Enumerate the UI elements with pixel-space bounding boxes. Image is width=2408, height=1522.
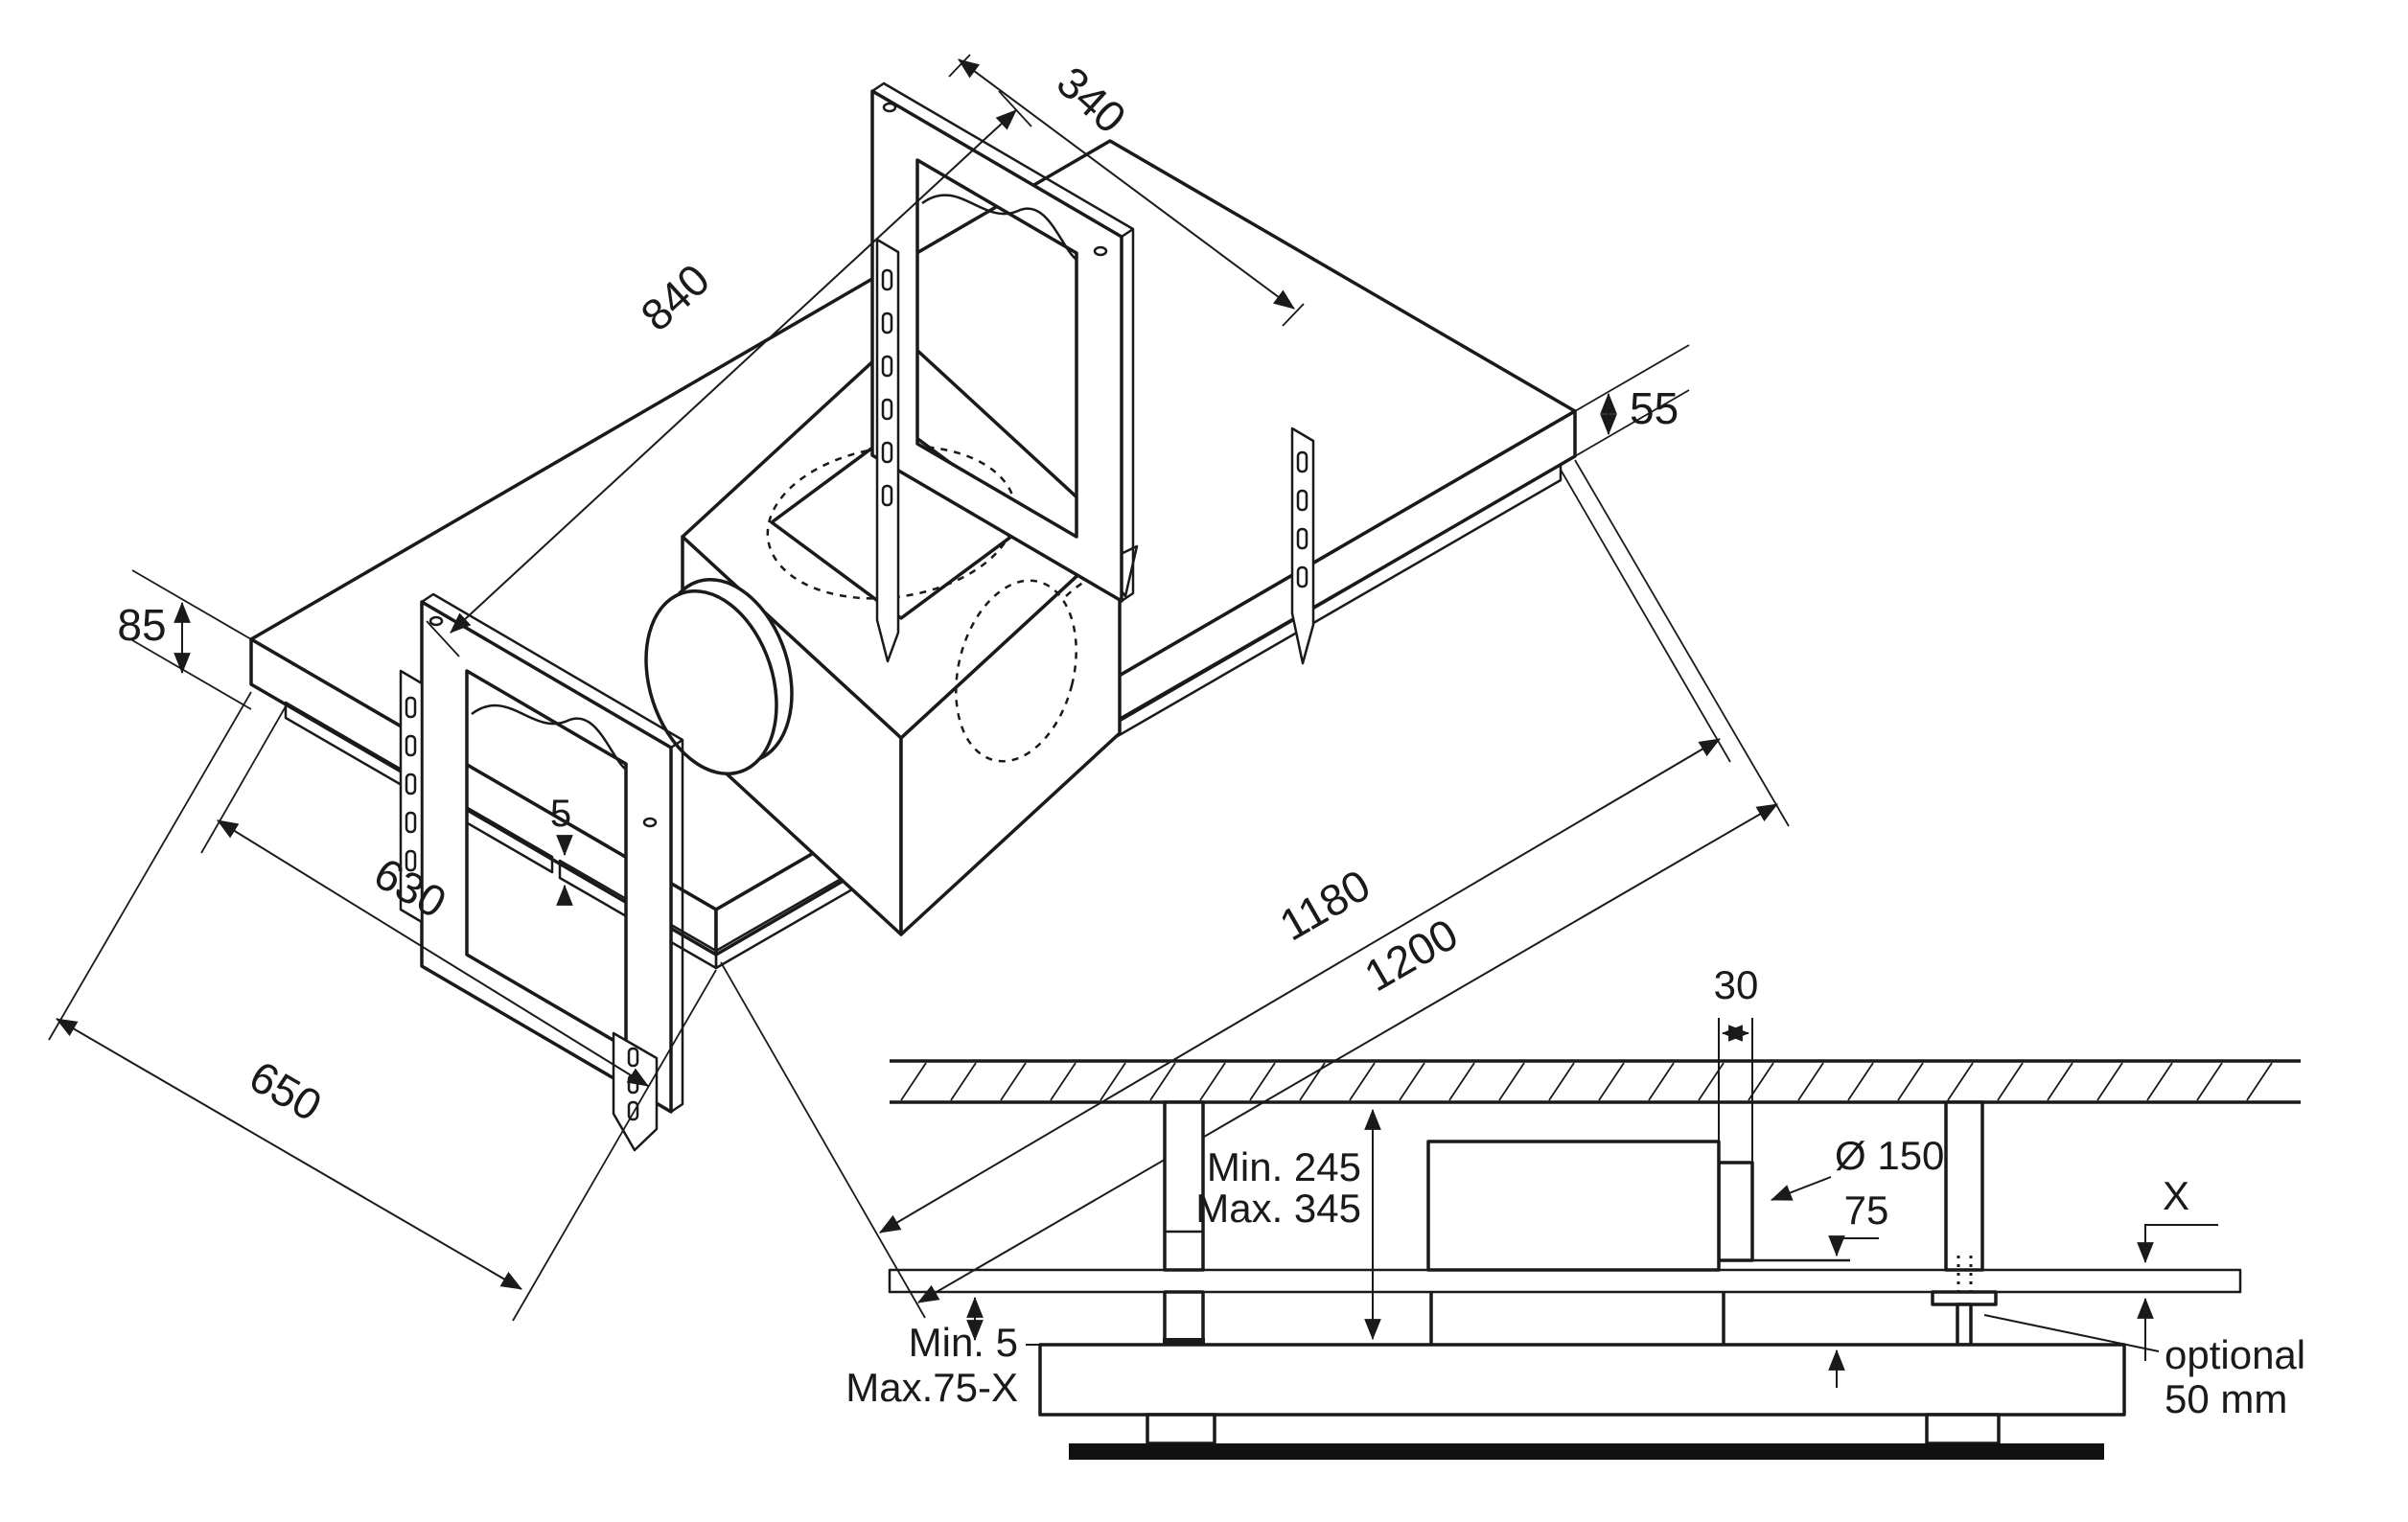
bracket-right-hole-2 <box>1093 245 1108 257</box>
optional-leader <box>1983 1314 2160 1352</box>
dim-1200-label: 1200 <box>1356 909 1467 1001</box>
bracket-left-hole-1 <box>428 615 444 627</box>
cross-section-view: 30 Min. 245 Max. 345 Ø 150 75 X Min. 5 M… <box>845 962 2305 1460</box>
section-dimensions: 30 Min. 245 Max. 345 Ø 150 75 X Min. 5 M… <box>845 962 2305 1421</box>
dim-75-leader <box>1828 1235 1879 1257</box>
bracket-left-back-edges <box>421 592 684 1114</box>
dim-line-630 <box>217 819 649 1087</box>
bracket-left-cutout-contour <box>471 703 626 770</box>
dim-max345-label: Max. 345 <box>1195 1186 1361 1231</box>
glass-base-bar <box>1069 1443 2104 1460</box>
hood-foot-left <box>1146 1413 1216 1445</box>
dim-min245-label: Min. 245 <box>1207 1144 1361 1189</box>
dim-5-label: 5 <box>550 793 571 835</box>
dim-x-label: X <box>2163 1173 2189 1218</box>
dim-min5-label: Min. 5 <box>909 1320 1018 1365</box>
dim-line-340 <box>958 58 1295 310</box>
dim-75-label: 75 <box>1844 1188 1889 1233</box>
outlet-hole-side-dashed <box>955 579 1077 763</box>
hood-visible-section <box>1038 1343 2126 1417</box>
bracket-right-rear-leg-slots <box>1296 450 1308 588</box>
exhaust-duct <box>1717 1018 1850 1262</box>
optional-label-line2: 50 mm <box>2165 1376 2287 1421</box>
dim-150-leader <box>1770 1176 1832 1201</box>
optional-label-line1: optional <box>2165 1332 2305 1377</box>
ceiling-hatch <box>900 1062 2273 1101</box>
dim-x-leader <box>2137 1224 2218 1264</box>
structural-ceiling <box>890 1059 2301 1104</box>
spacer-flange <box>1931 1290 1998 1306</box>
dim-line-650 <box>56 1018 522 1290</box>
hood-foot-right <box>1925 1413 2001 1445</box>
dim-85-label: 85 <box>117 600 166 650</box>
dim-650-label: 650 <box>242 1050 330 1130</box>
bracket-right-hole-1 <box>882 102 897 113</box>
dim-30-label: 30 <box>1714 962 1759 1007</box>
dim-340-label: 340 <box>1048 57 1136 143</box>
bracket-left-hole-2 <box>642 817 658 828</box>
dim-max75x-label: Max.75-X <box>845 1365 1018 1410</box>
duct-adapter <box>1717 1161 1754 1262</box>
dim-840-label: 840 <box>631 254 719 340</box>
dim-line-840 <box>450 109 1017 634</box>
hood-motor-unit <box>1426 1140 1721 1272</box>
dim-55-label: 55 <box>1630 383 1679 433</box>
false-ceiling-panel <box>888 1268 2242 1294</box>
gasket-strip-right <box>714 463 1563 970</box>
spacer-stem <box>1956 1303 1973 1347</box>
dim-150-label: Ø 150 <box>1835 1133 1944 1178</box>
isometric-view: 840 340 85 55 650 630 5 <box>48 54 1790 1322</box>
dim-1180-label: 1180 <box>1271 860 1378 950</box>
dim-line-1200 <box>917 803 1778 1303</box>
hanger-rod-left <box>1163 1100 1205 1346</box>
